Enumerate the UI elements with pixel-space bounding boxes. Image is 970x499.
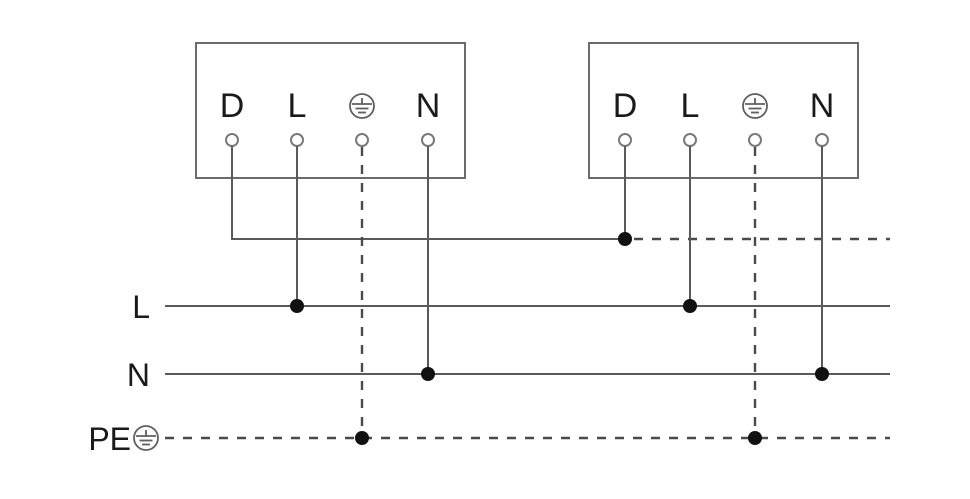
device-right-terminal-label-l: L — [681, 87, 700, 125]
junction-l-left — [290, 299, 304, 313]
bus-pe — [165, 147, 890, 445]
bus-n — [165, 146, 890, 381]
device-right-earth-ground-icon — [742, 93, 768, 119]
device-right-terminal-label-n: N — [810, 87, 835, 125]
bus-d — [231, 146, 890, 246]
device-left-earth-ground-icon — [349, 93, 375, 119]
junction-d-right — [618, 232, 632, 246]
device-left-terminal-n[interactable] — [421, 133, 435, 147]
bus-label-n: N — [127, 357, 150, 393]
junction-pe-right — [748, 431, 762, 445]
bus-pe-earth-ground-icon — [133, 425, 159, 451]
junction-n-right — [815, 367, 829, 381]
device-left-terminal-label-d: D — [220, 87, 245, 125]
device-right-outline — [588, 42, 859, 179]
device-left-terminal-l[interactable] — [290, 133, 304, 147]
device-right: D L N — [588, 42, 859, 179]
device-left-terminal-label-l: L — [288, 87, 307, 125]
device-right-terminal-pe[interactable] — [748, 133, 762, 147]
device-right-terminal-n[interactable] — [815, 133, 829, 147]
bus-label-pe: PE — [88, 421, 131, 457]
device-left-outline — [195, 42, 466, 179]
device-right-terminal-d[interactable] — [618, 133, 632, 147]
junction-n-left — [421, 367, 435, 381]
junction-pe-left — [355, 431, 369, 445]
junction-l-right — [683, 299, 697, 313]
device-left-terminal-d[interactable] — [225, 133, 239, 147]
wire-device-left-d-to-bus — [231, 146, 625, 240]
device-right-terminal-l[interactable] — [683, 133, 697, 147]
device-right-terminal-label-d: D — [613, 87, 638, 125]
device-left-terminal-pe[interactable] — [355, 133, 369, 147]
bus-l — [165, 146, 890, 313]
device-left: D L N — [195, 42, 466, 179]
device-left-terminal-label-n: N — [416, 87, 441, 125]
bus-label-l: L — [132, 289, 150, 325]
